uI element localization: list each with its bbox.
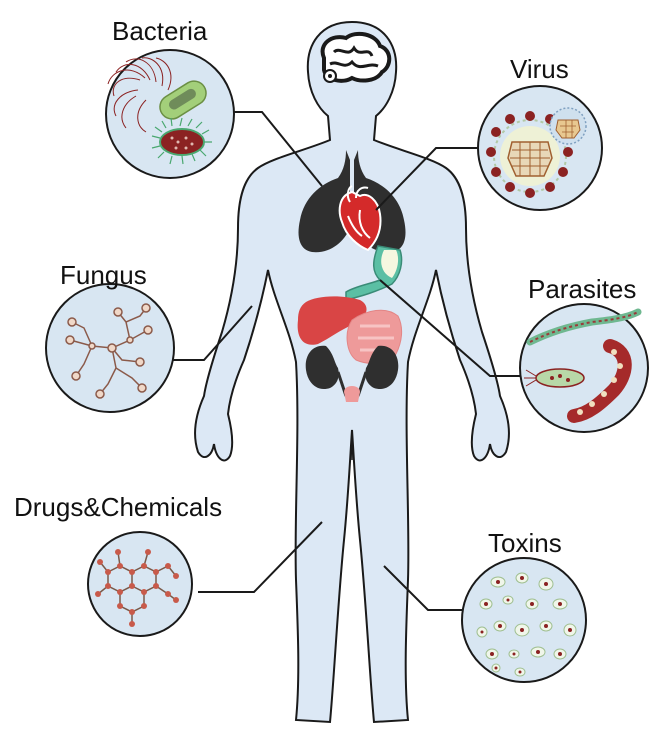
fungus-illustration (46, 284, 174, 412)
parasites-illustration (520, 304, 648, 432)
bacteria-illustration (106, 50, 234, 178)
label-toxins: Toxins (488, 530, 562, 556)
toxins-illustration (462, 558, 586, 682)
label-virus: Virus (510, 56, 569, 82)
label-fungus: Fungus (60, 262, 147, 288)
label-bacteria: Bacteria (112, 18, 207, 44)
label-drugs-chemicals: Drugs&Chemicals (14, 494, 222, 520)
label-parasites: Parasites (528, 276, 636, 302)
brain (323, 34, 390, 82)
virus-illustration (478, 86, 602, 210)
drugs-chemicals-illustration (88, 532, 192, 636)
